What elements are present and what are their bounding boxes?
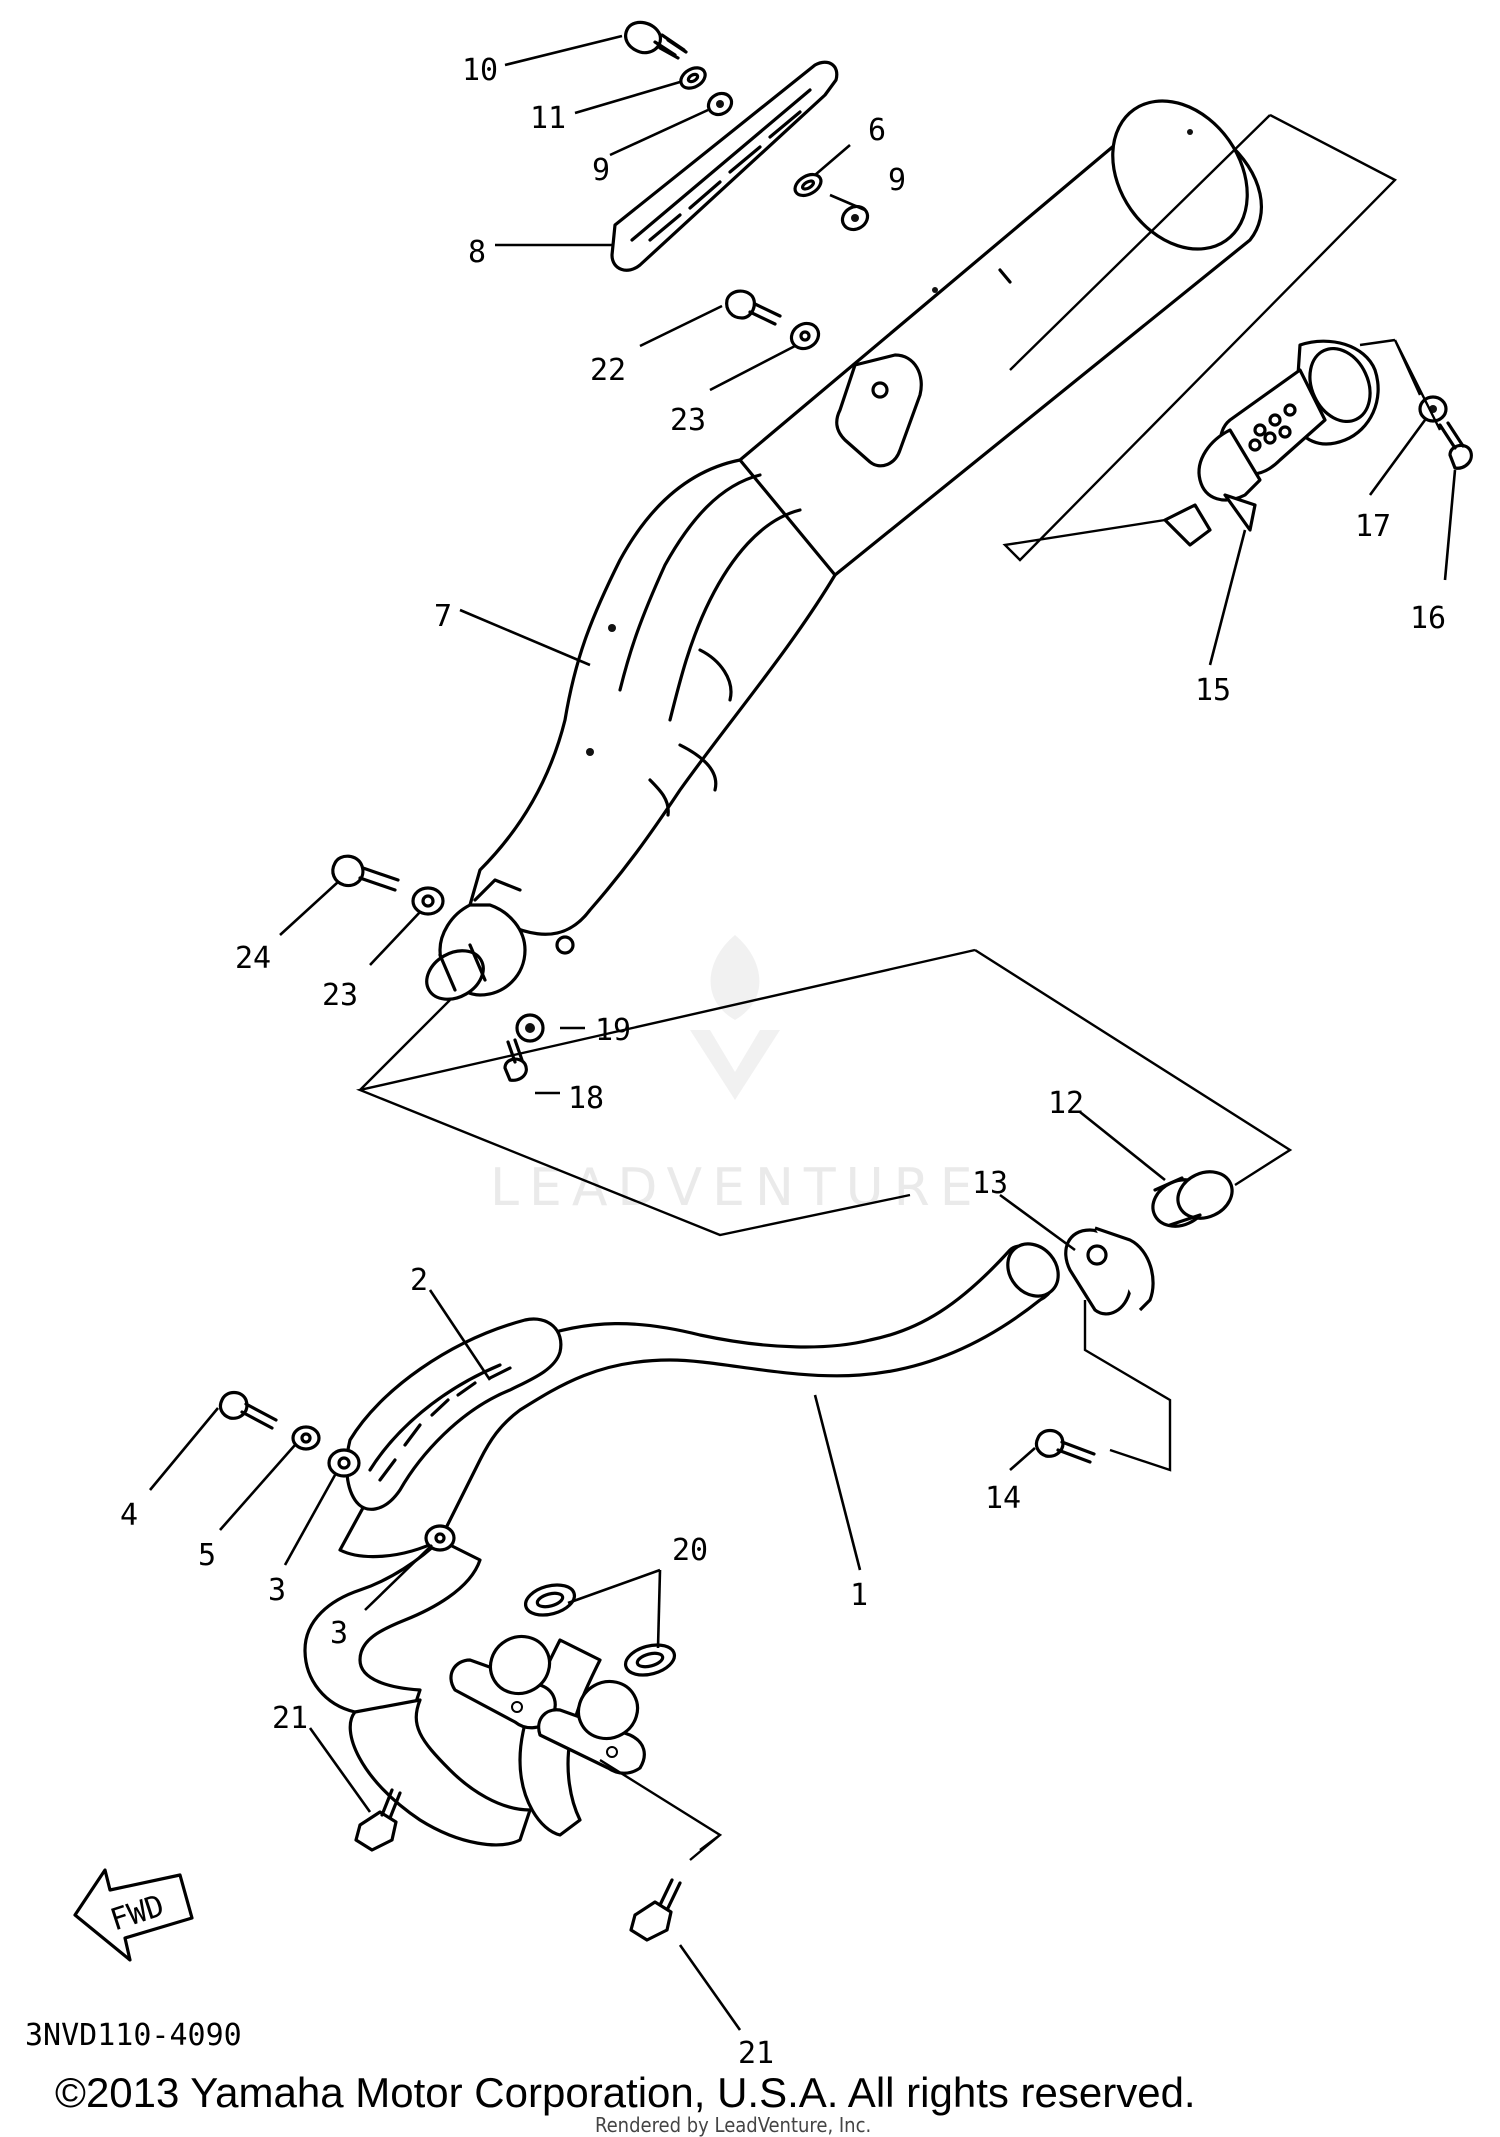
washer-part-6[interactable]: [791, 170, 824, 200]
callout-12: 12: [1048, 1086, 1084, 1121]
callout-3b: 3: [330, 1616, 348, 1651]
callout-1: 1: [850, 1578, 868, 1613]
screw-part-16[interactable]: [1438, 421, 1473, 470]
callout-9a: 9: [592, 153, 610, 188]
callout-20: 20: [672, 1533, 708, 1568]
callout-23a: 23: [670, 403, 706, 438]
callout-4: 4: [120, 1498, 138, 1533]
gasket-part-13[interactable]: [1064, 1226, 1155, 1316]
leadventure-watermark: LEADVENTURE: [490, 935, 983, 1218]
callout-5: 5: [198, 1538, 216, 1573]
callout-11: 11: [530, 101, 566, 136]
washer-part-3a[interactable]: [327, 1448, 361, 1478]
callout-2: 2: [410, 1263, 428, 1298]
nut-part-19[interactable]: [515, 1013, 545, 1043]
callout-9b: 9: [888, 163, 906, 198]
callout-16: 16: [1410, 601, 1446, 636]
copyright-notice: ©2013 Yamaha Motor Corporation, U.S.A. A…: [55, 2069, 1196, 2116]
callout-6: 6: [868, 113, 886, 148]
callout-labels: 10 11 9 6 9 8 22 23 7 17 16 15 24 23 19 …: [120, 53, 1446, 2071]
washer-part-5[interactable]: [291, 1425, 321, 1451]
callout-19: 19: [595, 1013, 631, 1048]
rendered-by-notice: Rendered by LeadVenture, Inc.: [595, 2113, 871, 2137]
callout-8: 8: [468, 235, 486, 270]
callout-22: 22: [590, 353, 626, 388]
callout-18: 18: [568, 1081, 604, 1116]
bolt-part-22[interactable]: [725, 289, 782, 326]
bolt-part-24[interactable]: [331, 854, 400, 892]
callout-23b: 23: [322, 978, 358, 1013]
bolt-part-21a[interactable]: [354, 1788, 402, 1852]
leader-lines: [148, 34, 1457, 2031]
callout-13: 13: [972, 1166, 1008, 1201]
nut-part-9b[interactable]: [838, 202, 872, 234]
gasket-part-20b[interactable]: [622, 1640, 678, 1680]
callout-24: 24: [235, 941, 271, 976]
washer-part-23b[interactable]: [411, 886, 445, 916]
callout-17: 17: [1355, 509, 1391, 544]
nut-part-9a[interactable]: [705, 89, 736, 118]
bolt-part-18[interactable]: [503, 1038, 528, 1082]
callout-15: 15: [1195, 673, 1231, 708]
protector-part-8[interactable]: [610, 60, 839, 272]
washer-part-3b[interactable]: [424, 1524, 456, 1552]
watermark-text: LEADVENTURE: [490, 1158, 983, 1218]
protector-part-2[interactable]: [345, 1317, 563, 1511]
spark-arrester-part-15[interactable]: [1163, 339, 1381, 547]
washer-part-11[interactable]: [677, 64, 709, 93]
gasket-part-20a[interactable]: [522, 1580, 578, 1620]
muffler-part-7[interactable]: [418, 75, 1275, 1009]
fwd-arrow-icon: FWD: [73, 1868, 194, 1962]
callout-10: 10: [462, 53, 498, 88]
bolt-part-4[interactable]: [218, 1390, 278, 1430]
washer-part-23a[interactable]: [787, 319, 823, 354]
diagram-code: 3NVD110-4090: [25, 2018, 242, 2053]
callout-7: 7: [434, 599, 452, 634]
gasket-part-12[interactable]: [1145, 1163, 1239, 1235]
assembly-guide-lines: [355, 113, 1442, 1861]
bolt-part-21b[interactable]: [629, 1878, 682, 1942]
bolt-part-10[interactable]: [624, 20, 688, 60]
callout-21b: 21: [738, 2036, 774, 2071]
callout-14: 14: [985, 1481, 1021, 1516]
bolt-part-14[interactable]: [1034, 1428, 1096, 1464]
callout-3a: 3: [268, 1573, 286, 1608]
callout-21a: 21: [272, 1701, 308, 1736]
